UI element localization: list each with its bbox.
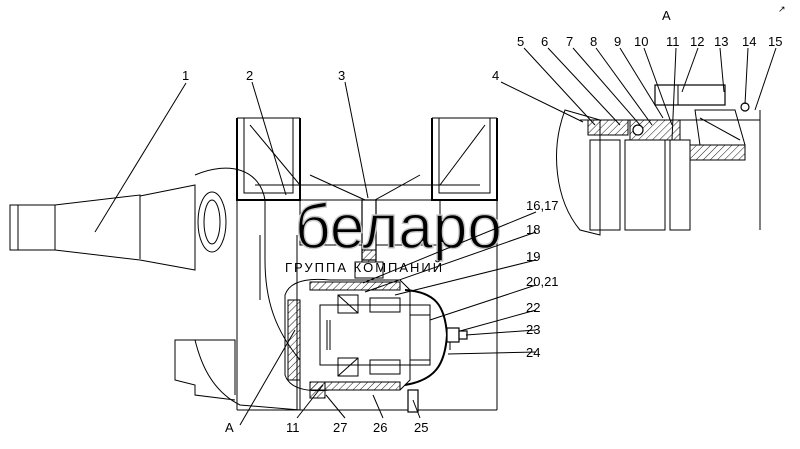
callout-9: 9 bbox=[614, 34, 621, 49]
callout-15: 15 bbox=[768, 34, 782, 49]
callout-11-bottom: 11 bbox=[286, 420, 300, 435]
knuckle-body bbox=[174, 167, 301, 411]
callout-6: 6 bbox=[541, 34, 548, 49]
callout-13: 13 bbox=[714, 34, 728, 49]
hub-housing bbox=[284, 278, 411, 392]
corner-mark: ↗ bbox=[778, 4, 786, 14]
callout-19: 19 bbox=[526, 249, 540, 264]
callout-27: 27 bbox=[333, 420, 347, 435]
roller-bearing-lower bbox=[337, 357, 401, 377]
callout-18: 18 bbox=[526, 222, 540, 237]
callout-26: 26 bbox=[373, 420, 387, 435]
view-label-bottom: А bbox=[225, 420, 234, 435]
grease-fitting bbox=[446, 327, 468, 350]
callout-16-17: 16,17 bbox=[526, 198, 559, 213]
detail-view-a bbox=[556, 84, 761, 236]
watermark-logo: белаpo bbox=[295, 193, 502, 262]
bracket bbox=[236, 118, 301, 201]
callout-4: 4 bbox=[492, 68, 499, 83]
callout-5: 5 bbox=[517, 34, 524, 49]
callout-24: 24 bbox=[526, 345, 540, 360]
callout-7: 7 bbox=[566, 34, 573, 49]
callout-23: 23 bbox=[526, 322, 540, 337]
spindle-shaft bbox=[9, 184, 196, 271]
leader-lines bbox=[94, 47, 777, 426]
callout-22: 22 bbox=[526, 300, 540, 315]
callout-1: 1 bbox=[182, 68, 189, 83]
watermark-subtitle: ГРУППА КОМПАНИЙ bbox=[285, 260, 444, 275]
view-label-top: А bbox=[662, 8, 671, 23]
callout-12: 12 bbox=[690, 34, 704, 49]
callout-10: 10 bbox=[634, 34, 648, 49]
callout-8: 8 bbox=[590, 34, 597, 49]
callout-14: 14 bbox=[742, 34, 756, 49]
callout-20-21: 20,21 bbox=[526, 274, 559, 289]
callout-3: 3 bbox=[338, 68, 345, 83]
hub-cap bbox=[404, 289, 449, 386]
callout-11-top: 11 bbox=[666, 34, 680, 49]
callout-25: 25 bbox=[414, 420, 428, 435]
callout-2: 2 bbox=[246, 68, 253, 83]
watermark: белаpo ГРУППА КОМПАНИЙ bbox=[285, 192, 503, 275]
roller-bearing-upper bbox=[337, 294, 401, 314]
callout-labels: А А 1 2 3 4 5 6 7 8 9 10 11 12 13 14 15 … bbox=[182, 8, 782, 435]
